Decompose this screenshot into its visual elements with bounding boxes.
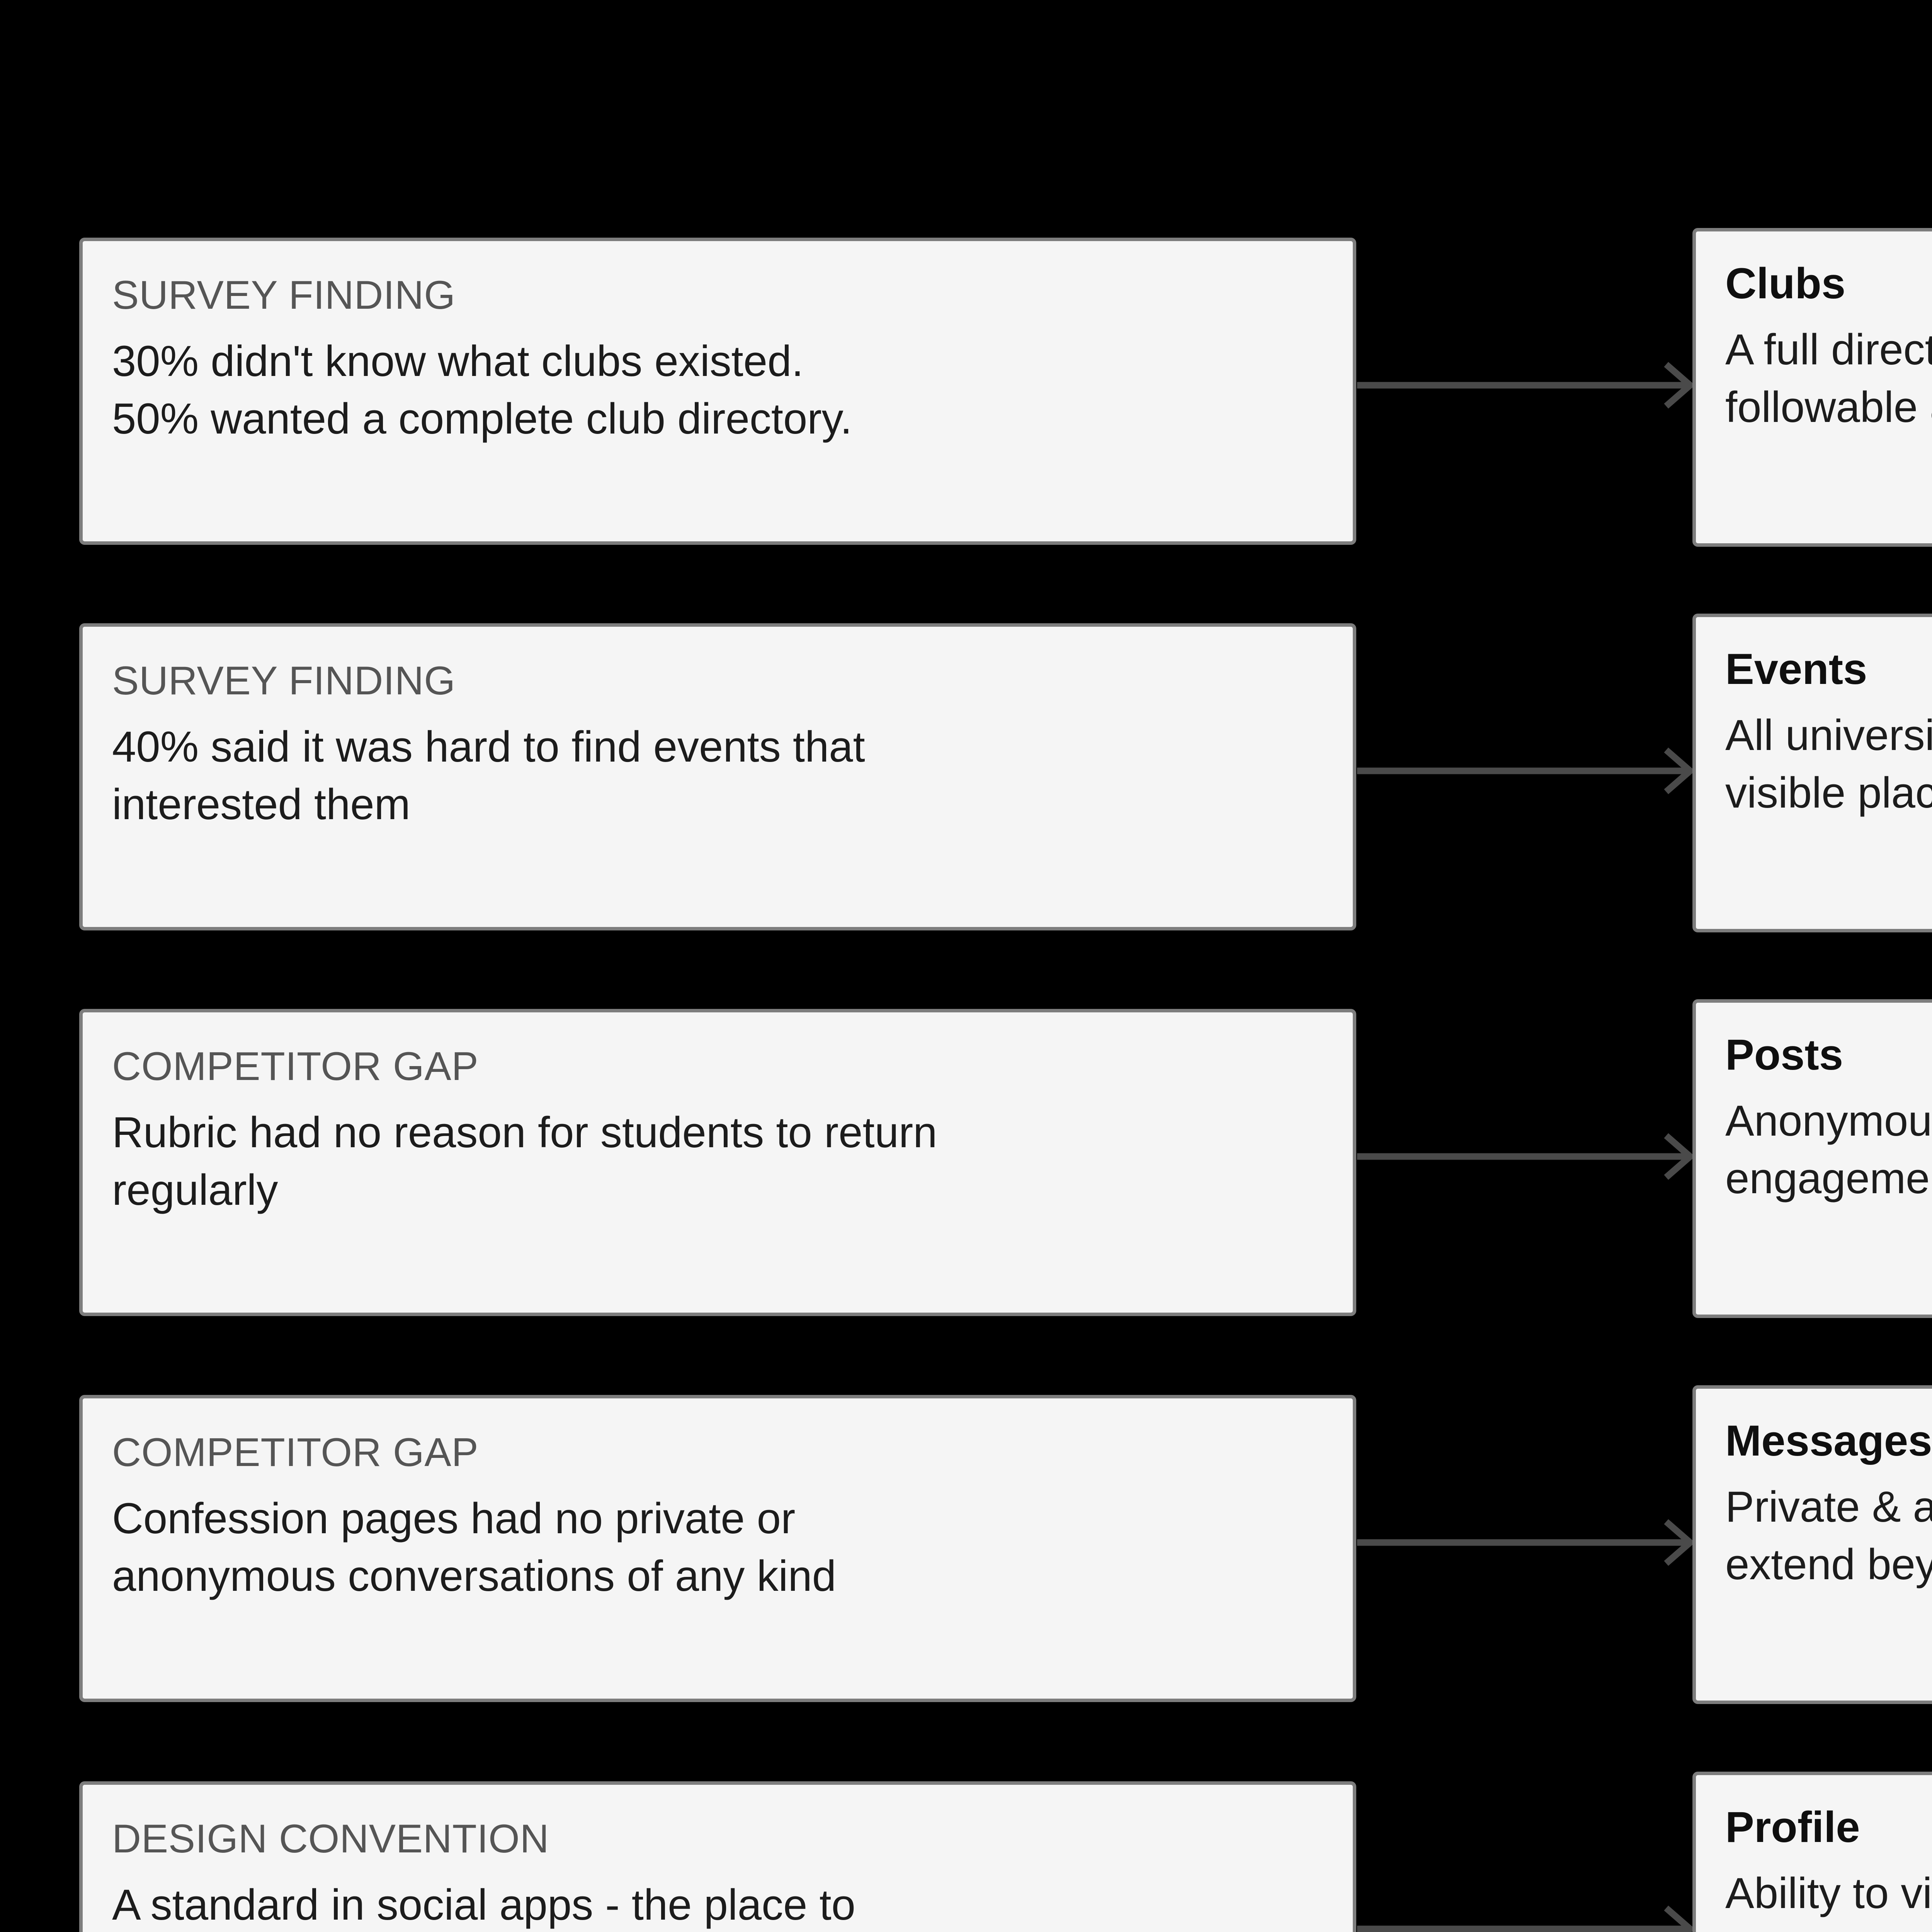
feature-body-line: followable and up to date (1725, 383, 1932, 431)
arrow-right-icon (1357, 226, 1697, 545)
feature-body: All university and student run events in… (1725, 707, 1932, 822)
feature-title: Events (1725, 645, 1867, 693)
mapping-row: COMPETITOR GAP Rubric had no reason for … (0, 997, 1932, 1318)
feature-body-line: Ability to view posts, comments and (1725, 1869, 1932, 1917)
insight-card[interactable]: COMPETITOR GAP Confession pages had no p… (79, 1395, 1356, 1702)
feature-body: A full directory of every club. Findable… (1725, 321, 1932, 436)
feature-title: Clubs (1725, 259, 1846, 308)
insight-body-line: Rubric had no reason for students to ret… (112, 1108, 937, 1157)
mapping-row: SURVEY FINDING 40% said it was hard to f… (0, 612, 1932, 932)
insight-card[interactable]: SURVEY FINDING 30% didn't know what club… (79, 238, 1356, 545)
insight-card[interactable]: COMPETITOR GAP Rubric had no reason for … (79, 1009, 1356, 1316)
feature-body: Private & anonymous conversations that e… (1725, 1478, 1932, 1594)
feature-title: Posts (1725, 1031, 1843, 1079)
mapping-row: DESIGN CONVENTION A standard in social a… (0, 1770, 1932, 1932)
insight-body-line: interested them (112, 780, 410, 829)
mapping-row: SURVEY FINDING 30% didn't know what club… (0, 226, 1932, 547)
arrow-right-icon (1357, 1383, 1697, 1702)
feature-card[interactable]: Clubs A full directory of every club. Fi… (1692, 228, 1932, 547)
feature-body-line: extend beyond public posts (1725, 1540, 1932, 1588)
insight-kicker: COMPETITOR GAP (112, 1430, 479, 1475)
insight-body-line: anonymous conversations of any kind (112, 1552, 836, 1600)
feature-body-line: All university and student run events in… (1725, 711, 1932, 759)
insight-body-line: 40% said it was hard to find events that (112, 723, 865, 771)
insight-body-line: Confession pages had no private or (112, 1494, 796, 1543)
feature-card[interactable]: Profile Ability to view posts, comments … (1692, 1772, 1932, 1932)
feature-card[interactable]: Events All university and student run ev… (1692, 614, 1932, 932)
insight-kicker: SURVEY FINDING (112, 273, 456, 318)
arrow-right-icon (1357, 997, 1697, 1316)
feature-body-line: engagement and passive discovery (1725, 1154, 1932, 1202)
insight-kicker: DESIGN CONVENTION (112, 1816, 549, 1861)
insight-body-line: A standard in social apps - the place to (112, 1881, 855, 1929)
feature-body-line: Anonymous social feed that drives daily (1725, 1096, 1932, 1145)
insight-body: Confession pages had no private or anony… (112, 1490, 1323, 1605)
feature-card[interactable]: Messages Private & anonymous conversatio… (1692, 1385, 1932, 1704)
insight-card[interactable]: SURVEY FINDING 40% said it was hard to f… (79, 623, 1356, 930)
insight-card[interactable]: DESIGN CONVENTION A standard in social a… (79, 1781, 1356, 1932)
insight-body-line: 30% didn't know what clubs existed. (112, 337, 804, 386)
insight-body: 30% didn't know what clubs existed. 50% … (112, 333, 1323, 448)
insight-body: Rubric had no reason for students to ret… (112, 1104, 1323, 1219)
feature-body-line: A full directory of every club. Findable… (1725, 325, 1932, 374)
feature-body: Anonymous social feed that drives daily … (1725, 1092, 1932, 1208)
insight-body-line: regularly (112, 1166, 278, 1214)
feature-body-line: notifications and change account setting… (1725, 1922, 1932, 1932)
mapping-row: COMPETITOR GAP Confession pages had no p… (0, 1383, 1932, 1704)
feature-title: Messages (1725, 1417, 1932, 1465)
insight-body-line: 50% wanted a complete club directory. (112, 395, 852, 443)
feature-body-line: Private & anonymous conversations that (1725, 1482, 1932, 1531)
insight-kicker: SURVEY FINDING (112, 658, 456, 703)
arrow-right-icon (1357, 1770, 1697, 1932)
feature-body: Ability to view posts, comments and noti… (1725, 1865, 1932, 1932)
insight-body: A standard in social apps - the place to… (112, 1876, 1323, 1932)
insight-kicker: COMPETITOR GAP (112, 1044, 479, 1089)
insight-body: 40% said it was hard to find events that… (112, 718, 1323, 833)
feature-card[interactable]: Posts Anonymous social feed that drives … (1692, 999, 1932, 1318)
arrow-right-icon (1357, 612, 1697, 930)
feature-body-line: visible place (1725, 768, 1932, 817)
feature-title: Profile (1725, 1803, 1860, 1851)
